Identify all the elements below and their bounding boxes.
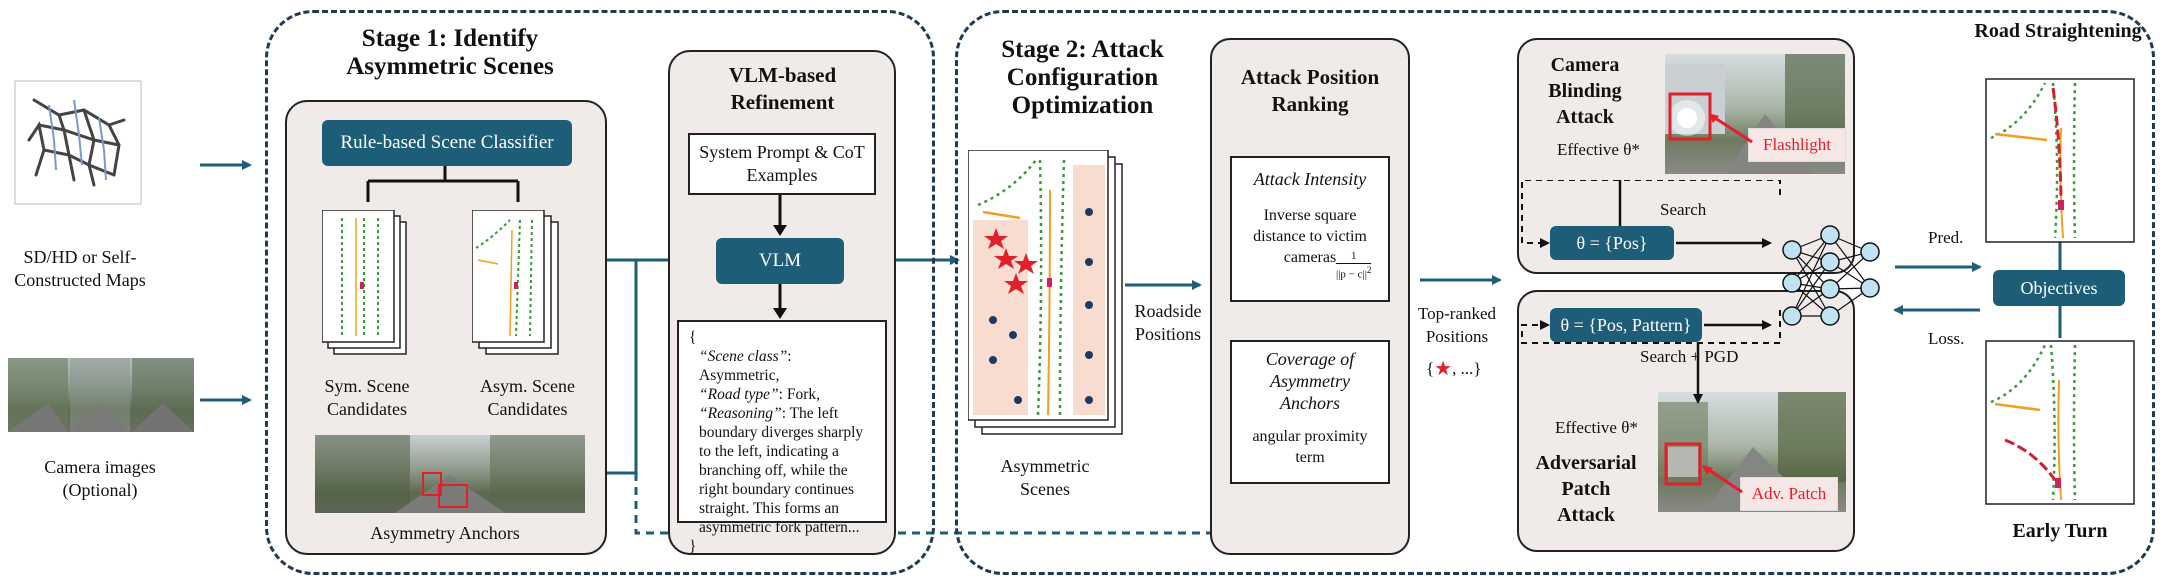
camera-label: Camera images (Optional) [44, 457, 156, 500]
stage1-title: Stage 1: Identify Asymmetric Scenes [346, 25, 554, 80]
vlm-to-output-arrow [773, 284, 787, 319]
topranked-label: Top-ranked Positions [1417, 304, 1497, 346]
theta-pos-block: θ = {Pos} [1550, 226, 1674, 260]
coverage-title: Coverage of Asymmetry Anchors [1265, 349, 1355, 413]
coverage-desc: angular proximity term [1252, 428, 1368, 466]
vlm-block: VLM [716, 238, 844, 284]
patch-effective-label: Effective θ* [1555, 418, 1638, 437]
formula-denominator: ||p − c||2 [1336, 264, 1371, 282]
intensity-desc: Inverse square distance to victim camera… [1253, 207, 1367, 266]
early-turn-label: Early Turn [2012, 520, 2108, 542]
road-type-value: : Fork, [778, 386, 820, 403]
asymmetry-anchors-image [315, 435, 585, 513]
adv-patch-pointer [1702, 465, 1743, 494]
patch-search-loop [1521, 310, 1781, 344]
asymmetric-scenes-stack [968, 150, 1123, 435]
blinding-scene-image [1665, 54, 1845, 174]
patch-title: Adversarial Patch Attack [1535, 452, 1637, 526]
ranking-title: Attack Position Ranking [1240, 65, 1380, 116]
pred-label: Pred. [1928, 228, 1964, 247]
prompt-to-vlm-arrow [773, 195, 787, 236]
network-edges [1791, 234, 1871, 317]
output-line-scene-class: “Scene class”: Asymmetric, [689, 347, 875, 385]
red-star-icon: ★ [1434, 358, 1453, 380]
search-label: Search [1660, 200, 1707, 219]
output-open-brace: { [689, 329, 697, 346]
sym-candidates-label: Sym. Scene Candidates [324, 376, 410, 419]
output-line-road-type: “Road type”: Fork, [689, 385, 875, 404]
blinding-effective-label: Effective θ* [1557, 140, 1640, 159]
reasoning-value: : The left boundary diverges sharply to … [699, 405, 864, 536]
classifier-bracket [366, 166, 520, 202]
vlm-refinement-title: VLM-based Refinement [728, 63, 837, 114]
set-rest: , ...} [1452, 358, 1482, 378]
stage1-dashed-frame [265, 10, 935, 575]
attack-intensity-box: Attack Intensity Inverse square distance… [1230, 156, 1390, 302]
formula-exponent: 2 [1366, 265, 1372, 275]
blinding-search-loop [1521, 180, 1781, 248]
sym-scene-stack [322, 210, 407, 355]
map-thumbnail [14, 80, 142, 205]
intensity-title: Attack Intensity [1253, 169, 1367, 189]
anchors-label: Asymmetry Anchors [370, 523, 520, 543]
rule-based-classifier: Rule-based Scene Classifier [322, 120, 572, 166]
adv-patch-label: Adv. Patch [1740, 477, 1838, 511]
flashlight-text: Flashlight [1762, 135, 1831, 154]
stage2-title: Stage 2: Attack Configuration Optimizati… [1001, 36, 1164, 119]
intensity-formula: 1 ||p − c||2 [1336, 250, 1372, 282]
output-line-reasoning: “Reasoning”: The left boundary diverges … [689, 404, 875, 537]
objectives-block: Objectives [1993, 270, 2125, 306]
asym-candidates-label: Asym. Scene Candidates [480, 376, 575, 419]
asymmetric-scenes-label: Asymmetric Scenes [1000, 456, 1090, 499]
stage2-dashed-frame [955, 10, 2155, 575]
set-open-brace: { [1426, 358, 1435, 378]
blinding-title: Camera Blinding Attack [1548, 54, 1622, 128]
vlm-output-box: { “Scene class”: Asymmetric, “Road type”… [677, 320, 887, 555]
system-prompt-box: System Prompt & CoT Examples [688, 133, 876, 195]
adv-patch-text: Adv. Patch [1751, 484, 1827, 503]
road-straightening-plot [1985, 78, 2135, 243]
asym-scene-stack [472, 210, 559, 355]
scene-class-key: “Scene class” [699, 348, 788, 365]
theta-pos-pattern-block: θ = {Pos, Pattern} [1550, 308, 1702, 342]
formula-den-text: ||p − c|| [1336, 268, 1367, 281]
loss-label: Loss. [1928, 329, 1965, 348]
road-type-key: “Road type” [699, 386, 779, 403]
scene-class-value: : Asymmetric, [699, 348, 792, 384]
search-pgd-label: Search + PGD [1640, 347, 1739, 366]
camera-image-thumbnail [8, 358, 194, 432]
maps-label: SD/HD or Self-Constructed Maps [14, 247, 146, 290]
road-straightening-label: Road Straightening [1974, 20, 2142, 42]
coverage-box: Coverage of Asymmetry Anchors angular pr… [1230, 340, 1390, 484]
roadside-positions-label: Roadside Positions [1134, 301, 1202, 344]
flashlight-label: Flashlight [1748, 128, 1846, 162]
search-loops-and-network [1521, 180, 1880, 404]
network-nodes [1782, 225, 1880, 326]
reasoning-key: “Reasoning” [699, 405, 782, 422]
flashlight-pointer [1708, 113, 1753, 144]
formula-numerator: 1 [1336, 250, 1372, 264]
early-turn-plot [1985, 340, 2135, 505]
output-close-brace: } [689, 538, 697, 555]
topranked-set: { ★ , ...} [1426, 356, 1482, 381]
